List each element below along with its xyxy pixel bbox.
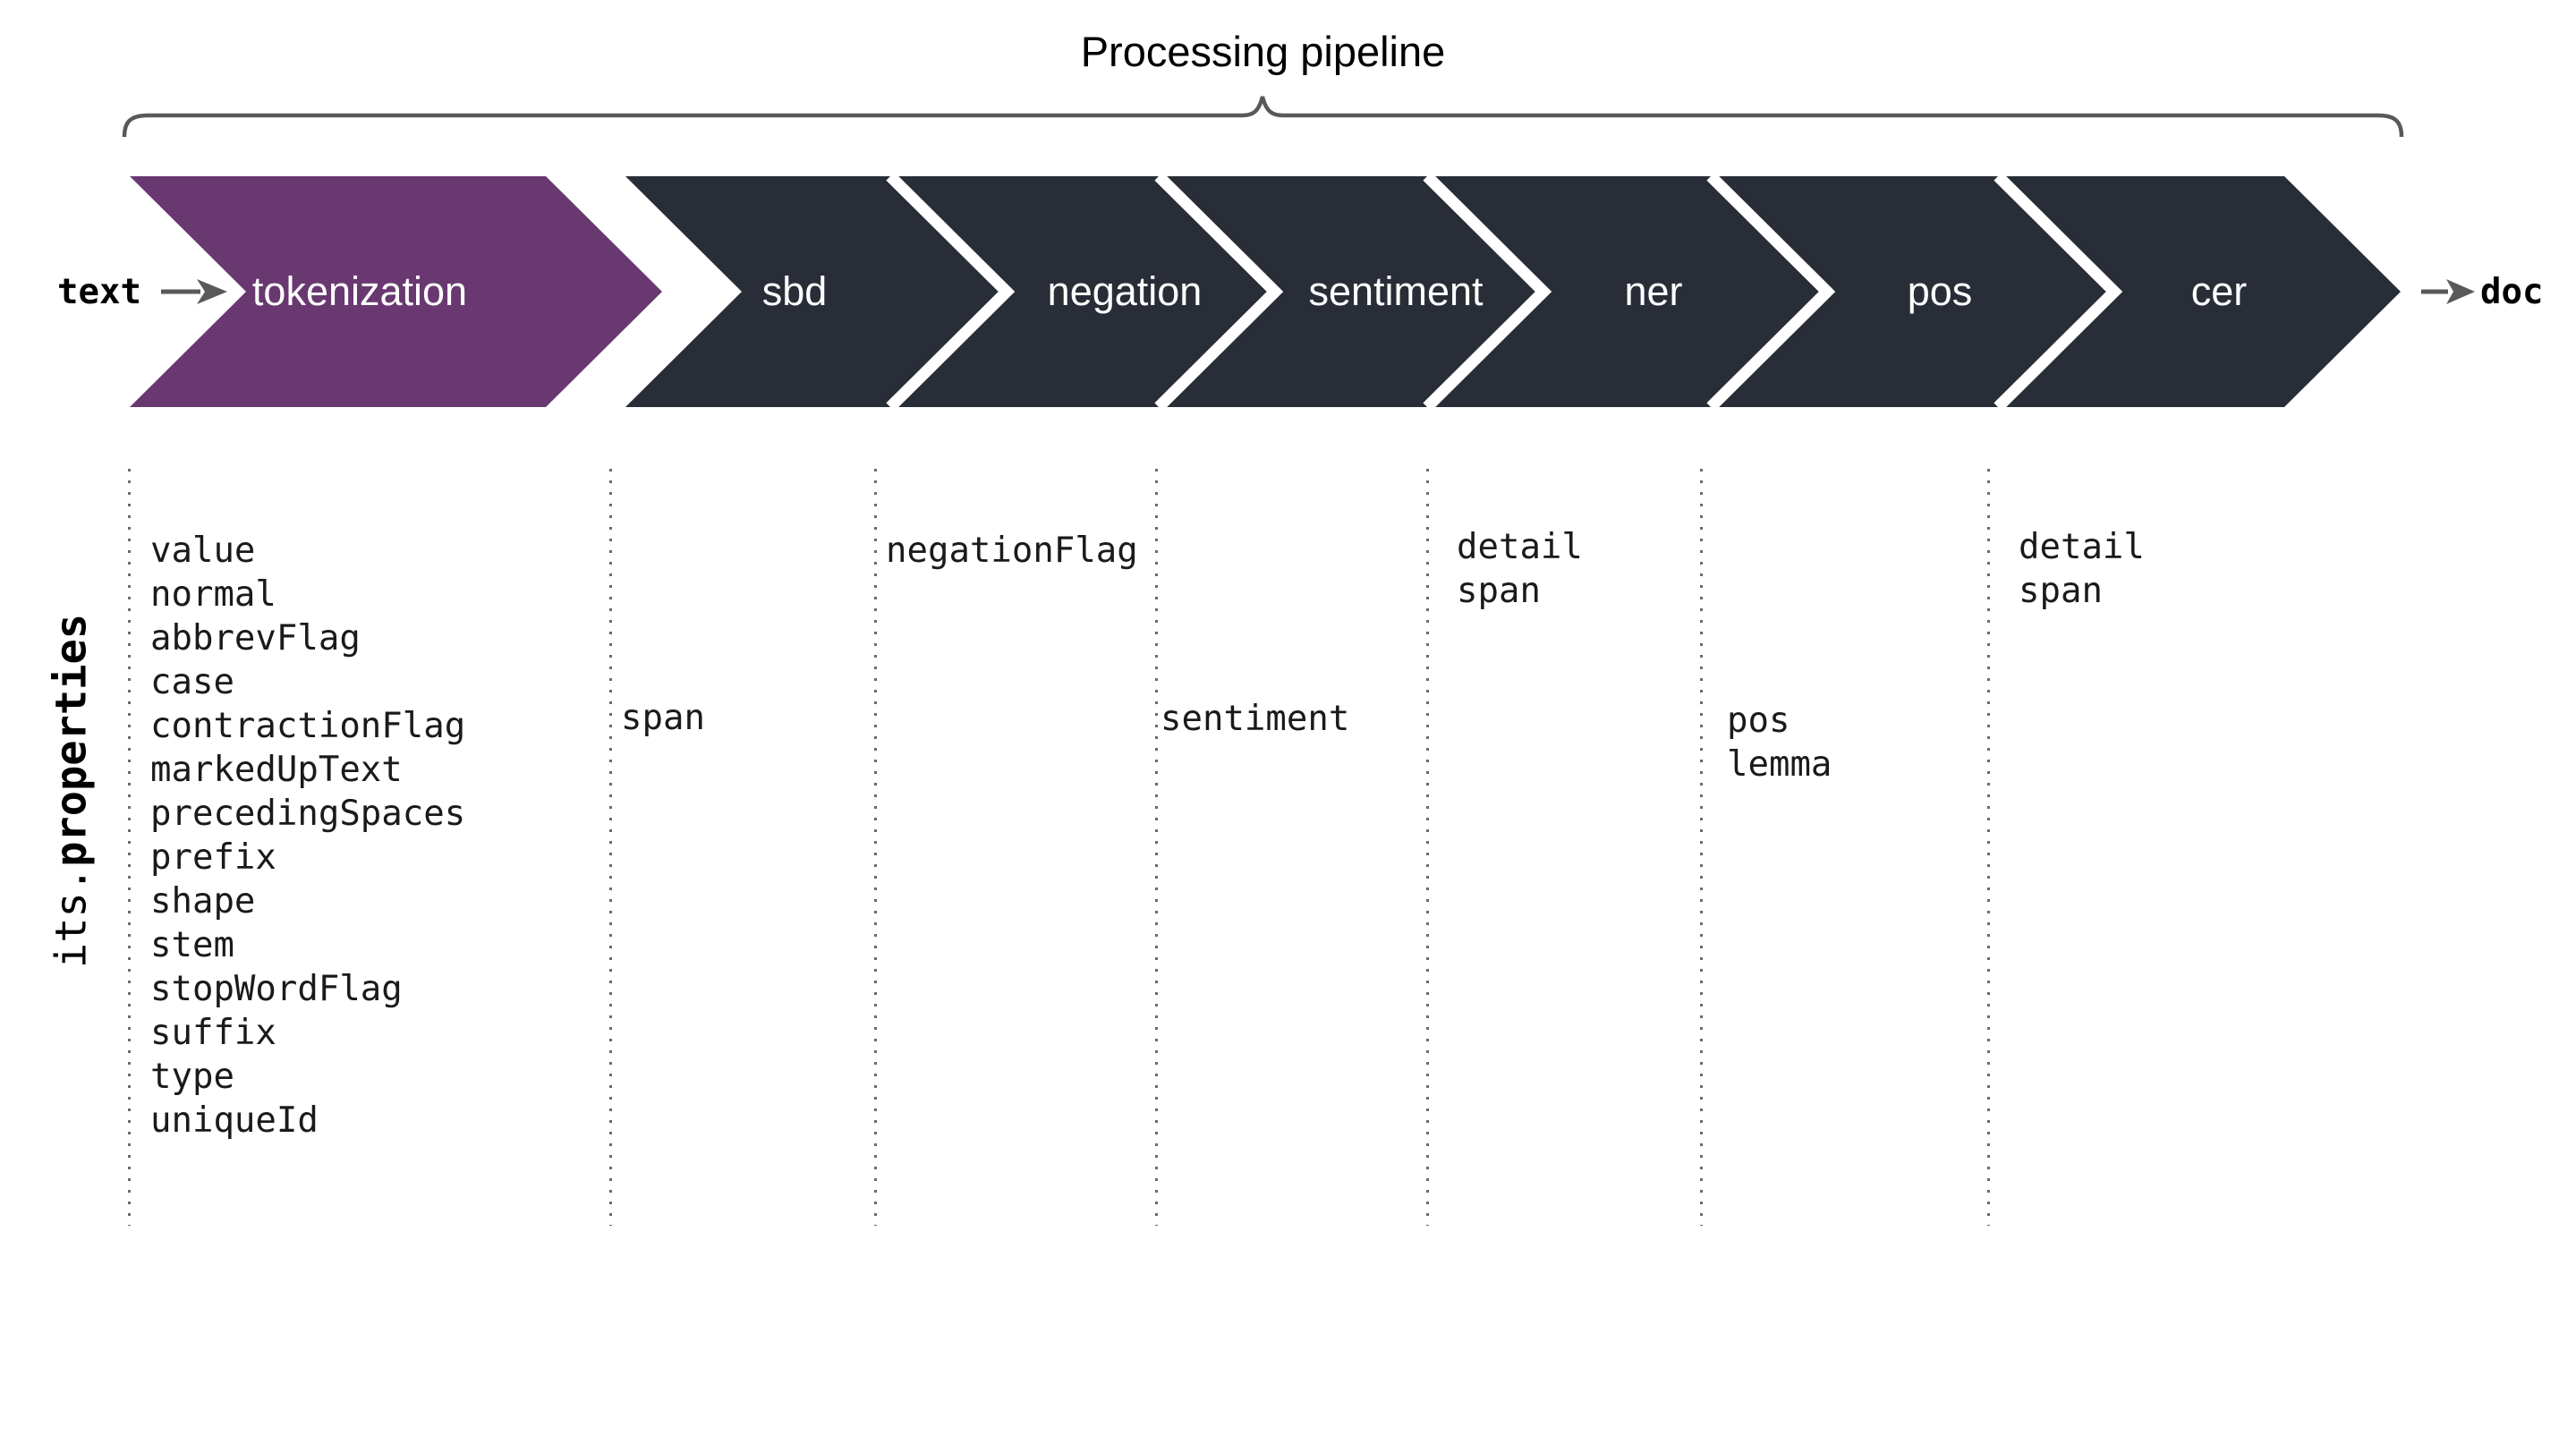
column-divider	[1426, 469, 1429, 1226]
property-item: pos	[1727, 701, 1790, 741]
column-divider	[609, 469, 612, 1226]
property-item: stem	[150, 925, 234, 965]
property-item: suffix	[150, 1013, 276, 1053]
stage-label-tokenization: tokenization	[251, 268, 468, 314]
column-divider	[874, 469, 877, 1226]
input-arrow-icon	[161, 279, 227, 304]
property-item: case	[150, 662, 234, 702]
property-item: precedingSpaces	[150, 794, 466, 834]
column-divider	[1155, 469, 1158, 1226]
page-title: Processing pipeline	[1080, 28, 1446, 75]
property-item: prefix	[150, 837, 276, 878]
property-item: normal	[150, 574, 276, 615]
output-label: doc	[2480, 271, 2544, 312]
column-divider	[1987, 469, 1990, 1226]
properties-ner: detail span	[1457, 525, 1583, 613]
output-arrow-icon	[2421, 279, 2475, 304]
property-item: detail	[1457, 527, 1583, 567]
stage-label-ner: ner	[1624, 268, 1683, 314]
property-item: markedUpText	[150, 750, 403, 790]
properties-sentiment: sentiment	[1160, 697, 1349, 741]
property-item: span	[1457, 571, 1541, 611]
property-item: sentiment	[1160, 699, 1350, 739]
property-item: abbrevFlag	[150, 618, 361, 658]
chevron-band	[625, 176, 2401, 407]
column-divider	[1700, 469, 1703, 1226]
brace-shape	[122, 96, 2404, 138]
axis-label-prefix: its.	[47, 866, 97, 969]
stage-label-cer: cer	[2190, 268, 2248, 314]
properties-negation: negationFlag	[886, 529, 1138, 573]
property-item: type	[150, 1057, 234, 1097]
column-divider	[128, 469, 131, 1226]
property-item: stopWordFlag	[150, 969, 403, 1009]
property-item: lemma	[1727, 744, 1832, 785]
input-label: text	[57, 271, 141, 312]
properties-cer: detail span	[2019, 525, 2145, 613]
property-item: value	[150, 531, 256, 571]
stage-label-sentiment: sentiment	[1308, 268, 1484, 314]
properties-sbd: span	[621, 696, 705, 740]
chevron-tokenization	[130, 176, 662, 407]
property-item: detail	[2019, 527, 2145, 567]
stage-label-sbd: sbd	[761, 268, 828, 314]
axis-label-emphasis: properties	[47, 613, 97, 867]
property-item: shape	[150, 881, 256, 922]
property-item: negationFlag	[886, 531, 1138, 571]
property-item: uniqueId	[150, 1100, 319, 1141]
chevron-separators	[886, 172, 2123, 412]
properties-tokenization: value normal abbrevFlag case contraction…	[150, 529, 465, 1142]
property-item: span	[621, 698, 705, 738]
stage-label-negation: negation	[1047, 268, 1203, 314]
properties-pos: pos lemma	[1727, 699, 1832, 786]
property-item: contractionFlag	[150, 706, 466, 746]
stage-label-pos: pos	[1907, 268, 1973, 314]
property-item: span	[2019, 571, 2103, 611]
properties-axis-label: its.properties	[47, 614, 97, 968]
